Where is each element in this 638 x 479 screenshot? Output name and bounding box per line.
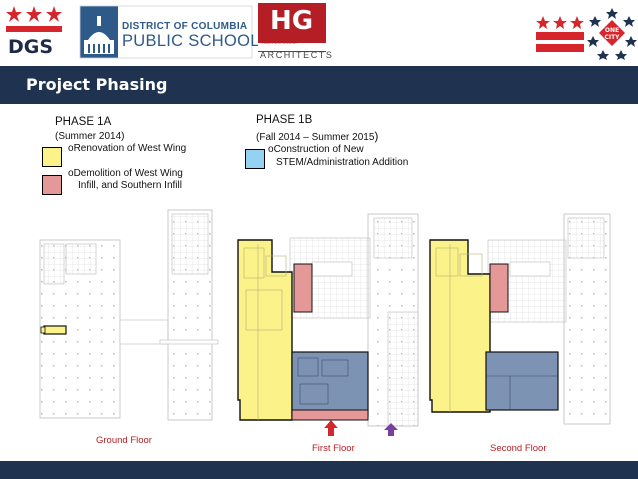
phase-1b-subtitle-close: ) <box>374 129 379 143</box>
phase-1a-item-2-line1: Demolition of West Wing <box>73 168 183 179</box>
first-floor-southern-infill <box>291 409 369 421</box>
purple-arrow-icon <box>384 423 398 436</box>
phase-1b-construction-swatch <box>245 149 265 169</box>
dgs-wordmark: DGS <box>8 36 54 58</box>
dcps-line2: PUBLIC SCHOOLS <box>122 32 272 50</box>
phase-1a-item-2: oDemolition of West Wing <box>68 168 183 180</box>
phase-1a-renovation-swatch <box>42 147 62 167</box>
bullet: o <box>68 143 74 154</box>
phase-1b-item-1: oConstruction of New <box>268 144 364 156</box>
phase-1a-title: PHASE 1A <box>55 116 112 128</box>
one-city-logo: ONE CITY <box>587 8 637 60</box>
dgs-flag-logo <box>6 6 62 32</box>
phase-1a-demolition-swatch <box>42 175 62 195</box>
phase-1a-item-1-text: Renovation of West Wing <box>73 143 187 154</box>
hg-letters: HG <box>270 6 314 36</box>
phase-1a-item-2-line2: Infill, and Southern Infill <box>78 180 182 191</box>
first-floor-label: First Floor <box>312 443 355 454</box>
slide-title: Project Phasing <box>26 75 168 94</box>
first-floor-west-infill-demolition <box>293 263 313 313</box>
ground-floor-label: Ground Floor <box>96 435 152 446</box>
phase-1b-title: PHASE 1B <box>256 114 313 126</box>
ground-floor-plan <box>39 209 219 421</box>
phase-1b-subtitle: (Fall 2014 – Summer 2015) <box>256 129 378 143</box>
ground-floor-renovation-area <box>43 325 67 335</box>
red-arrow-icon <box>324 421 338 436</box>
second-floor-label: Second Floor <box>490 443 547 454</box>
phase-1a-subtitle: (Summer 2014) <box>55 131 125 142</box>
second-floor-west-wing-renovation <box>429 239 491 413</box>
city-label-2: CITY <box>604 34 620 41</box>
hg-logo <box>258 3 326 61</box>
hg-subtitle: HUGHES GROUP <box>262 40 299 45</box>
title-bar <box>0 66 638 104</box>
hg-architects: ARCHITECTS <box>260 50 334 60</box>
bottom-bar <box>0 461 638 479</box>
dcps-capitol-icon <box>79 5 253 59</box>
phase-1b-item-1-line1: Construction of New <box>273 144 364 155</box>
city-label-1: ONE <box>605 27 619 34</box>
second-floor-stem-addition <box>485 351 559 411</box>
bullet: o <box>68 168 74 179</box>
bullet: o <box>268 144 274 155</box>
second-floor-west-infill-demolition <box>489 263 509 313</box>
phase-1b-item-1-line2: STEM/Administration Addition <box>276 157 409 168</box>
phase-1a-item-1: oRenovation of West Wing <box>68 143 186 155</box>
dc-flag-icon <box>536 16 584 52</box>
phase-1b-subtitle-main: (Fall 2014 – Summer 2015 <box>256 132 375 143</box>
dcps-line1: DISTRICT OF COLUMBIA <box>122 21 248 32</box>
